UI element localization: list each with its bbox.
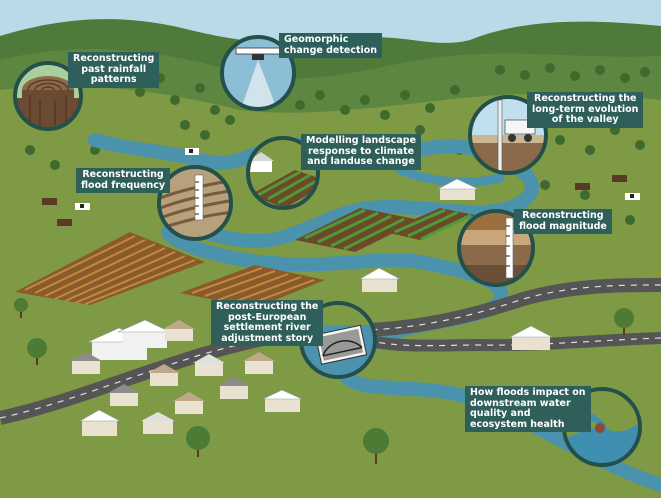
label-line: Reconstructing: [522, 210, 604, 221]
label-line: Reconstructing the: [216, 301, 319, 312]
tree-ring-icon: [13, 61, 83, 131]
label-line: and landuse change: [307, 156, 415, 167]
label-long-term-evolution: Reconstructing the long-term evolution o…: [527, 92, 644, 128]
label-line: How floods impact on: [470, 387, 586, 398]
town-houses: [70, 178, 553, 436]
label-past-rainfall: Reconstructing past rainfall patterns: [68, 52, 160, 88]
label-post-european-settlement: Reconstructing the post-European settlem…: [211, 300, 324, 346]
cows: [42, 148, 640, 226]
label-line: Modelling landscape: [306, 135, 417, 146]
label-modelling-landscape: Modelling landscape response to climate …: [301, 134, 422, 170]
label-line: of the valley: [551, 114, 619, 125]
label-flood-magnitude: Reconstructing flood magnitude: [514, 209, 612, 234]
label-line: past rainfall: [81, 63, 147, 75]
field-plot-icon: [246, 136, 320, 210]
label-line: adjustment story: [221, 332, 314, 344]
label-line: flood magnitude: [519, 220, 607, 232]
drone-icon: [220, 35, 296, 111]
label-geomorphic-change-detection: Geomorphic change detection: [279, 33, 383, 58]
label-line: downstream water: [470, 397, 571, 409]
label-line: patterns: [90, 74, 137, 85]
label-line: Reconstructing: [82, 169, 164, 180]
foreground-trees: [14, 298, 634, 464]
crop-field-left: [15, 232, 205, 305]
sediment-layers-icon: [157, 165, 233, 241]
label-line: flood frequency: [81, 179, 166, 191]
label-flood-frequency: Reconstructing flood frequency: [76, 168, 171, 193]
label-line: Reconstructing: [73, 53, 155, 64]
label-line: Geomorphic: [284, 34, 349, 45]
label-line: post-European: [228, 311, 307, 323]
label-water-quality: How floods impact on downstream water qu…: [465, 386, 591, 432]
label-line: quality and: [470, 408, 531, 419]
green-crop-field: [295, 208, 475, 252]
label-line: ecosystem health: [470, 418, 565, 430]
label-line: change detection: [284, 44, 378, 56]
label-line: long-term evolution: [532, 103, 639, 115]
label-line: settlement river: [223, 322, 311, 333]
label-line: response to climate: [307, 145, 415, 157]
label-line: Reconstructing the: [534, 93, 637, 104]
